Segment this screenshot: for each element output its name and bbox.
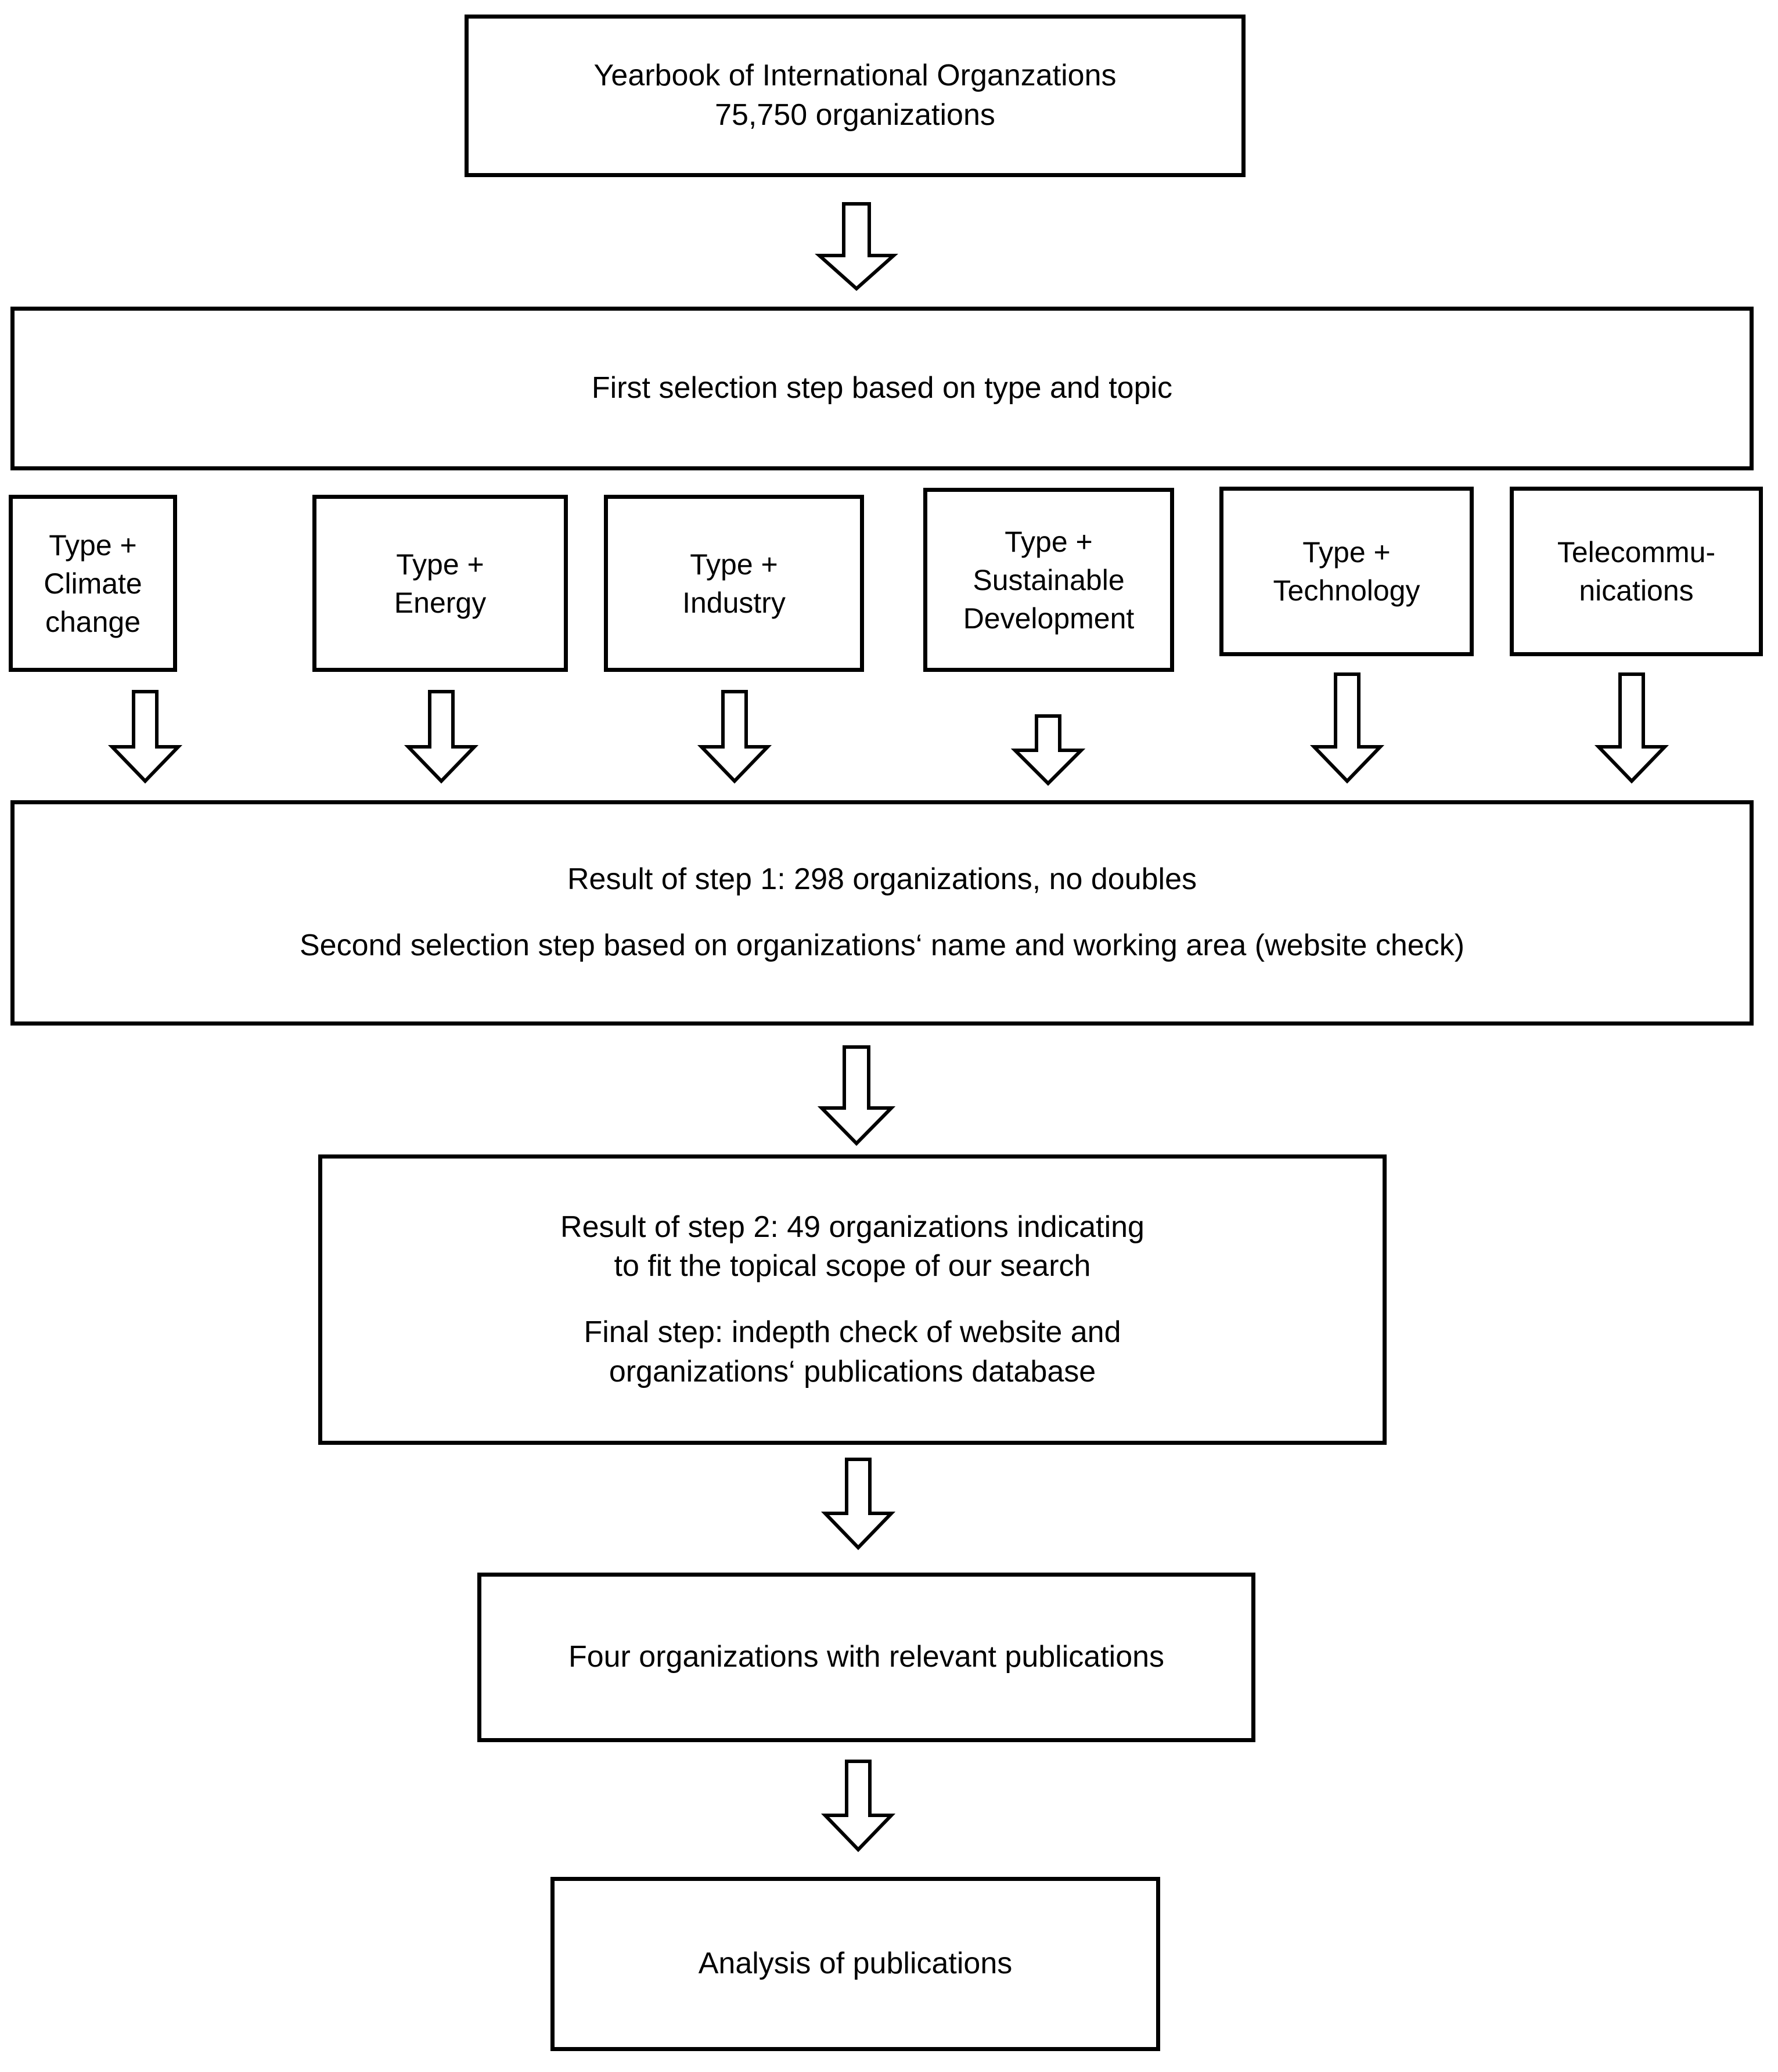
node-criteria-telecommunications: Telecommu- nications: [1510, 487, 1763, 656]
criteria-line-1: Type +: [396, 548, 484, 581]
node-criteria-technology: Type + Technology: [1219, 487, 1474, 656]
block-arrow-down-icon: [820, 1760, 896, 1852]
node-criteria-industry: Type + Industry: [604, 495, 864, 672]
node-source: Yearbook of International Organzations 7…: [465, 15, 1246, 177]
block-arrow-down-icon: [1594, 672, 1669, 784]
criteria-line-1: Type +: [1005, 525, 1093, 558]
node-criteria-energy: Type + Energy: [312, 495, 568, 672]
criteria-line-1: Telecommu-: [1557, 536, 1716, 569]
node-first-selection-line-1: First selection step based on type and t…: [591, 371, 1173, 405]
node-four-organizations: Four organizations with relevant publica…: [477, 1573, 1255, 1742]
node-source-line-2: 75,750 organizations: [715, 98, 995, 132]
block-arrow-down-icon: [697, 690, 772, 784]
block-arrow-down-icon: [1309, 672, 1385, 784]
node-step2-result-line-4: organizations‘ publications database: [609, 1354, 1096, 1388]
node-source-line-1: Yearbook of International Organzations: [593, 59, 1117, 93]
block-arrow-down-icon: [107, 690, 183, 784]
block-arrow-down-icon: [1010, 714, 1086, 786]
criteria-line-2: nications: [1579, 574, 1694, 607]
criteria-line-2: Technology: [1273, 574, 1420, 607]
node-step2-result-line-1: Result of step 2: 49 organizations indic…: [560, 1210, 1144, 1244]
criteria-line-2: Industry: [682, 586, 786, 619]
node-four-organizations-line-1: Four organizations with relevant publica…: [568, 1640, 1165, 1674]
node-step2-result-line-2: to fit the topical scope of our search: [614, 1249, 1091, 1283]
node-step1-result: Result of step 1: 298 organizations, no …: [10, 800, 1754, 1026]
criteria-line-1: Type +: [1302, 536, 1391, 569]
node-first-selection: First selection step based on type and t…: [10, 307, 1754, 470]
criteria-line-2: Energy: [394, 586, 487, 619]
criteria-line-2: Sustainable: [973, 563, 1125, 596]
criteria-line-1: Type +: [49, 528, 137, 562]
block-arrow-down-icon: [817, 1045, 896, 1146]
criteria-line-3: Development: [963, 602, 1135, 635]
node-criteria-climate-change: Type + Climate change: [9, 495, 177, 672]
node-step2-result: Result of step 2: 49 organizations indic…: [318, 1154, 1387, 1445]
node-analysis-line-1: Analysis of publications: [698, 1947, 1013, 1981]
criteria-line-2: Climate: [44, 567, 142, 600]
node-step2-result-line-3: Final step: indepth check of website and: [584, 1315, 1121, 1349]
block-arrow-down-icon: [820, 1458, 896, 1551]
block-arrow-down-icon: [404, 690, 479, 784]
block-arrow-down-icon: [815, 202, 898, 292]
criteria-line-3: change: [45, 605, 141, 638]
node-analysis: Analysis of publications: [550, 1877, 1160, 2051]
criteria-line-1: Type +: [690, 548, 778, 581]
node-criteria-sustainable-development: Type + Sustainable Development: [923, 488, 1174, 672]
node-step1-result-line-2: Second selection step based on organizat…: [299, 929, 1465, 962]
node-step1-result-line-1: Result of step 1: 298 organizations, no …: [567, 862, 1197, 897]
